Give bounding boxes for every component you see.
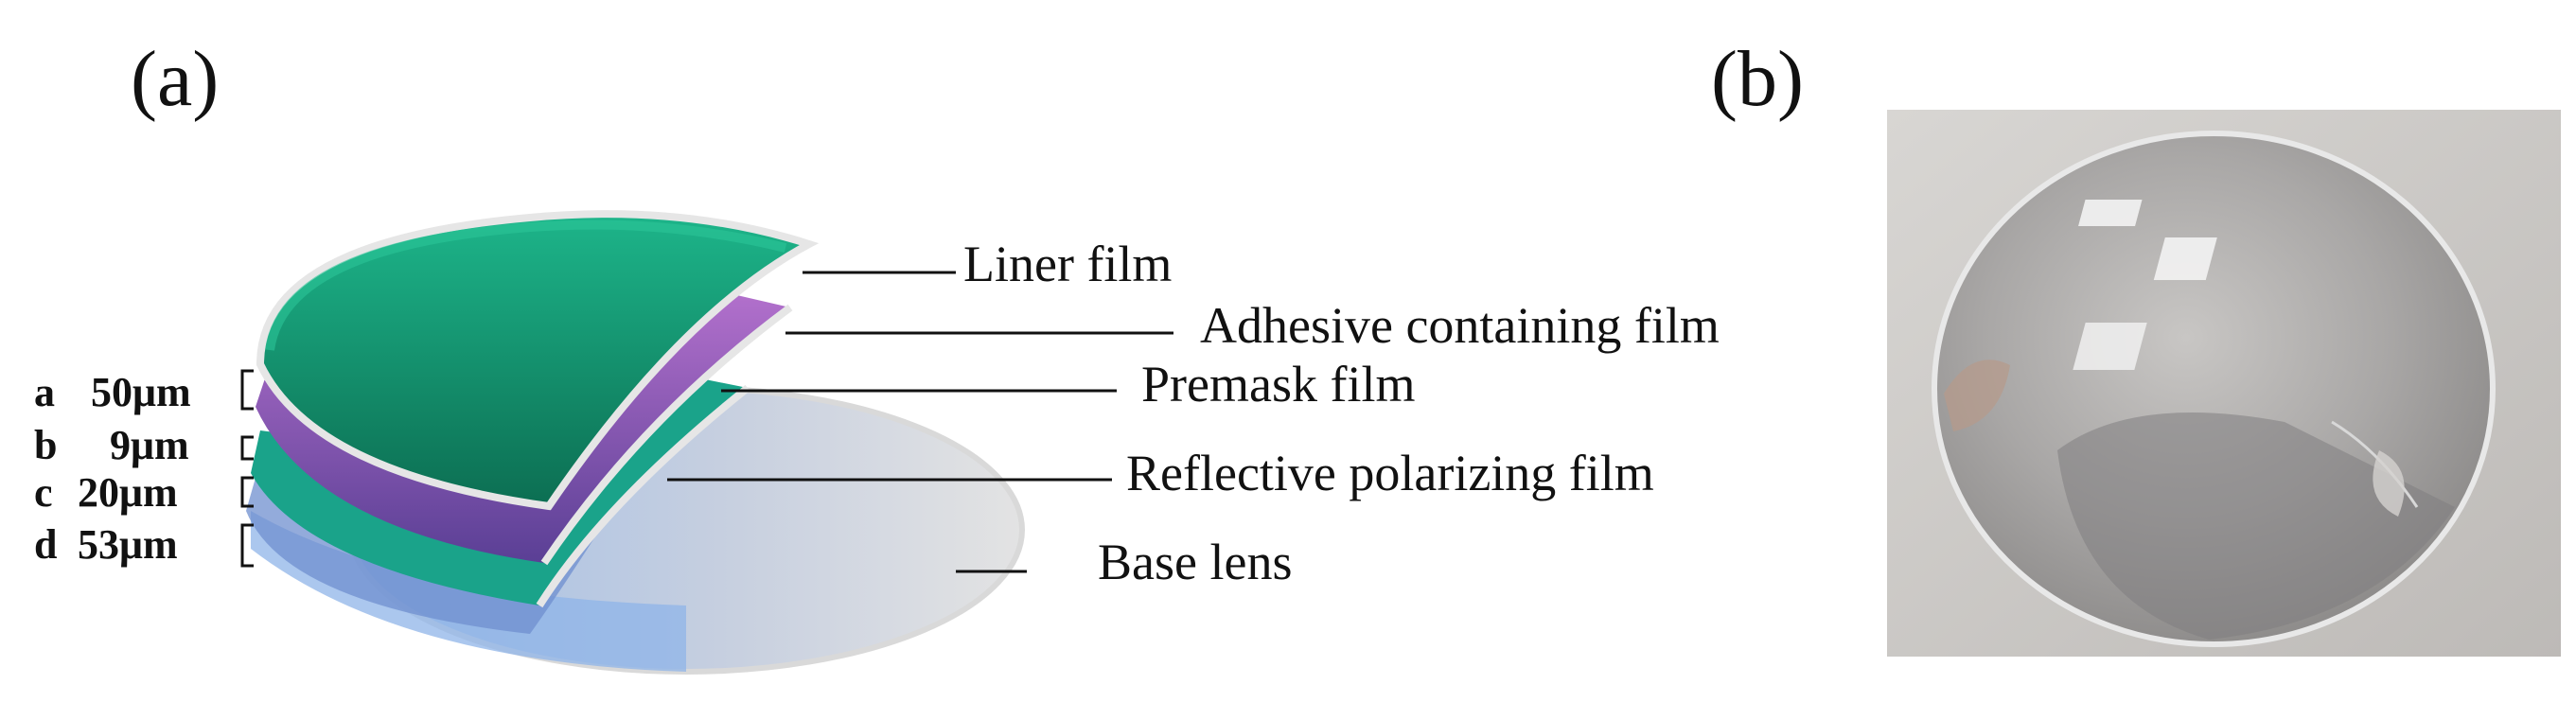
label-reflective-film: Reflective polarizing film <box>1126 445 1654 501</box>
thickness-letter-a: a <box>34 369 55 415</box>
thickness-value-d: 53μm <box>78 521 178 568</box>
leader-lines <box>667 271 1173 573</box>
lens-photo <box>1887 110 2561 657</box>
label-base-lens: Base lens <box>1098 534 1292 590</box>
label-adhesive-film: Adhesive containing film <box>1200 297 1720 354</box>
thickness-value-a: 50μm <box>91 369 191 415</box>
liner-layer <box>256 210 820 511</box>
label-premask-film: Premask film <box>1141 356 1415 412</box>
panel-label-b: (b) <box>1711 35 1804 123</box>
thickness-letter-d: d <box>34 521 57 568</box>
thickness-brackets <box>240 369 254 568</box>
thickness-letter-c: c <box>34 469 53 516</box>
thickness-value-b: 9μm <box>110 422 189 468</box>
thickness-letter-b: b <box>34 422 57 468</box>
label-liner-film: Liner film <box>963 236 1172 292</box>
panel-label-a: (a) <box>131 35 220 123</box>
thickness-value-c: 20μm <box>78 469 178 516</box>
layer-stack-diagram: Liner film Adhesive containing film Prem… <box>34 210 1720 675</box>
